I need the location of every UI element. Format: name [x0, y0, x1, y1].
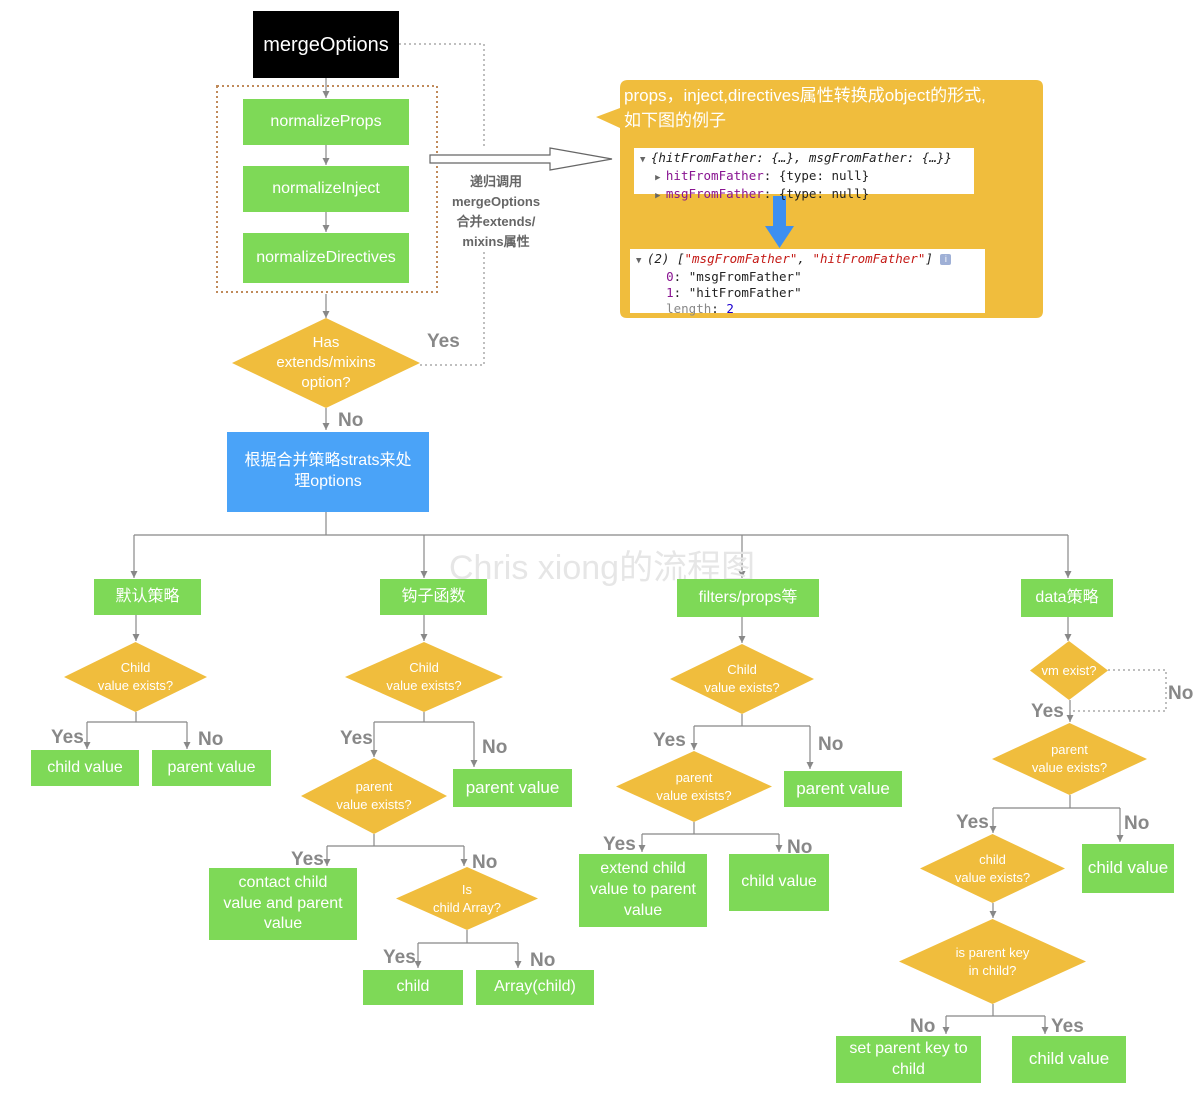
hook-array-no-label: No	[530, 950, 556, 971]
data-vm-no-label: No	[1168, 683, 1194, 704]
normalize-props-node: normalizeProps	[243, 99, 409, 145]
filters-child-exists-decision: Child value exists?	[670, 644, 814, 714]
filters-yes-label: Yes	[653, 730, 686, 751]
filters-child-value-node: child value	[729, 854, 829, 911]
data-vm-exists-decision: vm exist?	[1030, 641, 1108, 700]
data-strategy-node: data策略	[1021, 579, 1113, 617]
data-parent-yes-label: Yes	[956, 812, 989, 833]
data-set-parent-key-node: set parent key to child	[836, 1036, 981, 1083]
filters-extend-node: extend child value to parent value	[579, 854, 707, 927]
hook-parent-no-label: No	[472, 852, 498, 873]
data-vm-yes-label: Yes	[1031, 701, 1064, 722]
hook-child-exists-decision: Child value exists?	[345, 642, 503, 712]
hook-child-array-decision: Is child Array?	[396, 867, 538, 930]
has-extends-decision: Has extends/mixins option?	[232, 318, 420, 408]
default-yes-label: Yes	[51, 727, 84, 748]
data-key-child-value-node: child value	[1012, 1036, 1126, 1083]
hook-no-label: No	[482, 737, 508, 758]
data-parent-exists-decision: parent value exists?	[992, 723, 1147, 795]
filters-parent-no-label: No	[787, 837, 813, 858]
filters-strategy-node: filters/props等	[677, 579, 819, 617]
filters-parent-yes-label: Yes	[603, 834, 636, 855]
hook-array-yes-label: Yes	[383, 947, 416, 968]
hook-parent-exists-decision: parent value exists?	[301, 758, 447, 834]
hollow-arrow	[429, 147, 613, 171]
yes-label-extends: Yes	[427, 331, 460, 352]
has-extends-text: Has extends/mixins option?	[276, 333, 376, 392]
data-child-exists-decision: child value exists?	[920, 834, 1065, 903]
filters-no-label: No	[818, 734, 844, 755]
normalize-inject-node: normalizeInject	[243, 166, 409, 212]
default-child-exists-decision: Child value exists?	[64, 642, 207, 712]
recursion-note: 递归调用 mergeOptions 合并extends/ mixins属性	[451, 174, 541, 250]
data-key-yes-label: Yes	[1051, 1016, 1084, 1037]
hook-strategy-node: 钩子函数	[380, 579, 487, 615]
data-parent-no-label: No	[1124, 813, 1150, 834]
default-no-label: No	[198, 729, 224, 750]
console-object-output: ▼ {hitFromFather: {…}, msgFromFather: {……	[634, 148, 974, 201]
default-strategy-node: 默认策略	[94, 579, 201, 615]
hook-yes-label: Yes	[340, 728, 373, 749]
hook-array-child-node: Array(child)	[476, 970, 594, 1005]
callout-text: props，inject,directives属性转换成object的形式, 如…	[624, 86, 986, 130]
hook-concat-node: contact child value and parent value	[209, 868, 357, 940]
hook-parent-yes-label: Yes	[291, 849, 324, 870]
normalize-directives-node: normalizeDirectives	[243, 233, 409, 283]
no-label-extends: No	[338, 410, 364, 431]
data-key-no-label: No	[910, 1016, 936, 1037]
data-parent-key-decision: is parent key in child?	[899, 919, 1086, 1004]
filters-parent-value-node: parent value	[784, 771, 902, 807]
info-icon: i	[940, 254, 952, 265]
filters-parent-exists-decision: parent value exists?	[616, 751, 772, 822]
merge-options-node: mergeOptions	[253, 11, 399, 78]
console-array-output: ▼ (2) ["msgFromFather", "hitFromFather"]…	[630, 249, 985, 316]
default-parent-value-node: parent value	[152, 750, 271, 786]
hook-child-node: child	[363, 970, 463, 1005]
process-options-node: 根据合并策略strats来处 理options	[227, 432, 429, 512]
data-parent-no-child-value-node: child value	[1082, 844, 1174, 893]
hook-parent-value-node: parent value	[453, 769, 572, 807]
default-child-value-node: child value	[31, 750, 139, 786]
